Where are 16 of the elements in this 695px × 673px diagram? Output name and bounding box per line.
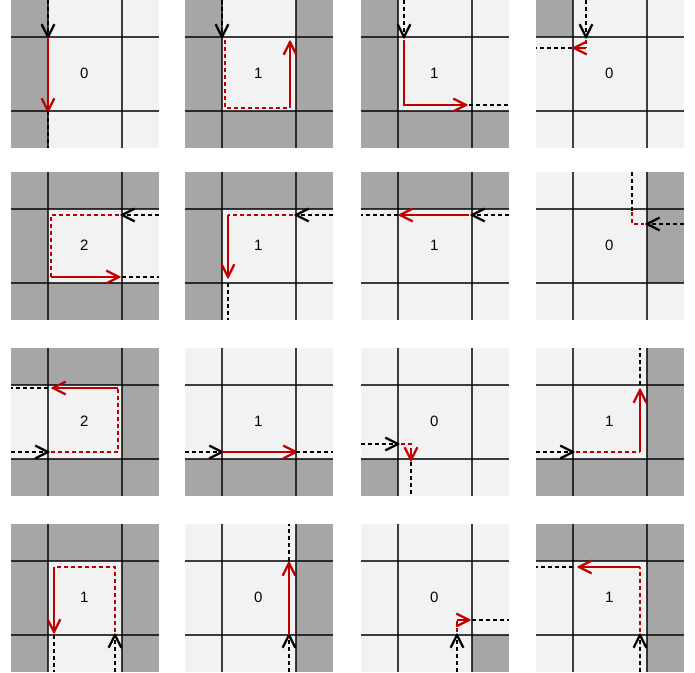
cell-number: 0 bbox=[254, 589, 262, 607]
cell-number: 0 bbox=[605, 65, 614, 83]
cell-number: 1 bbox=[430, 237, 438, 255]
cell-number: 1 bbox=[605, 589, 614, 607]
cell-number: 0 bbox=[430, 413, 438, 431]
cell-number: 1 bbox=[254, 65, 262, 83]
cell-number: 2 bbox=[80, 237, 88, 255]
cell-number: 1 bbox=[254, 413, 262, 431]
cell-number: 1 bbox=[605, 413, 614, 431]
cell-number: 0 bbox=[80, 65, 88, 83]
cell-number: 1 bbox=[430, 65, 438, 83]
cell-number: 1 bbox=[80, 589, 88, 607]
cell-number: 0 bbox=[430, 589, 438, 607]
cell-number: 1 bbox=[254, 237, 262, 255]
cell-number: 2 bbox=[80, 413, 88, 431]
cell-number: 0 bbox=[605, 237, 614, 255]
